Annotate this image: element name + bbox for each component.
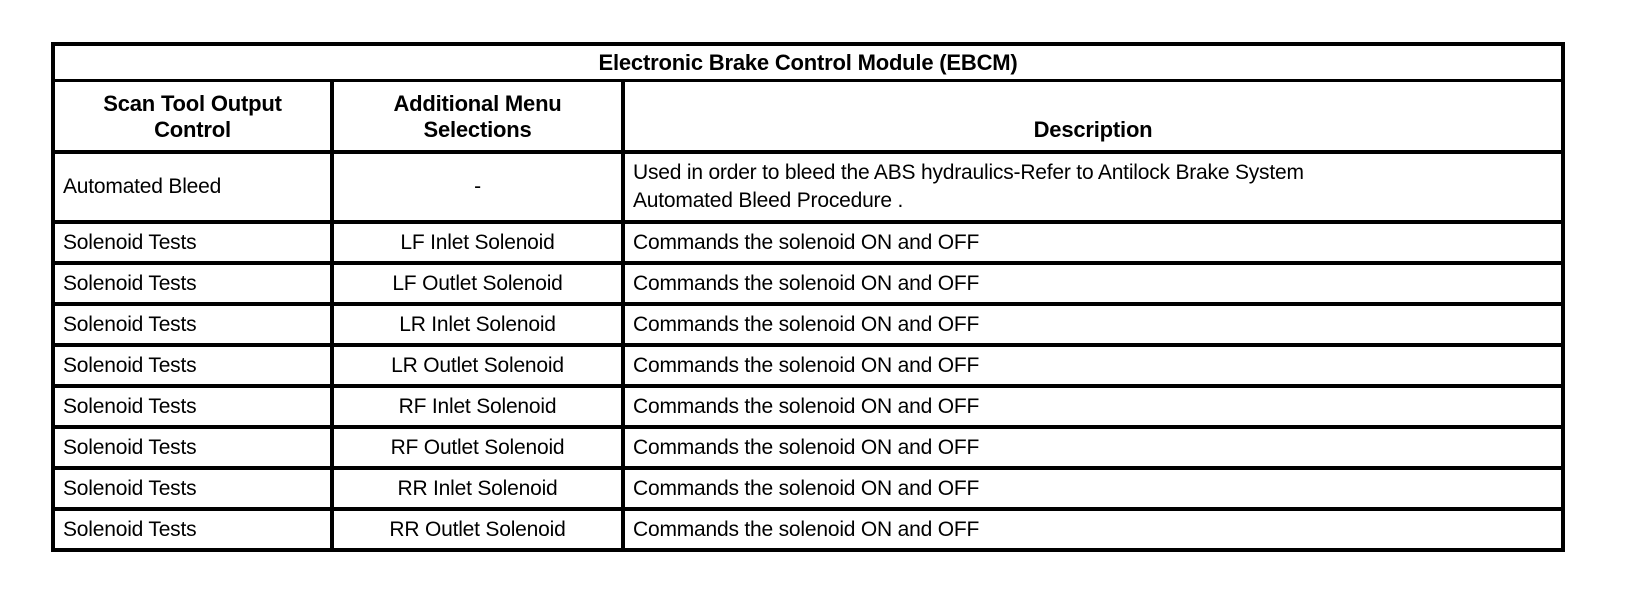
description-cell: Commands the solenoid ON and OFF — [620, 220, 1566, 265]
menu-cell: LF Outlet Solenoid — [330, 261, 625, 306]
description-cell: Commands the solenoid ON and OFF — [620, 343, 1566, 388]
menu-cell: RR Inlet Solenoid — [330, 466, 625, 511]
description-cell: Commands the solenoid ON and OFF — [620, 302, 1566, 347]
description-cell: Commands the solenoid ON and OFF — [620, 507, 1566, 552]
table-row-lf-inlet: Solenoid Tests LF Inlet Solenoid Command… — [51, 220, 1566, 265]
header-description: Description — [620, 79, 1566, 154]
menu-cell: LR Inlet Solenoid — [330, 302, 625, 347]
menu-cell: - — [330, 150, 625, 224]
description-cell: Commands the solenoid ON and OFF — [620, 384, 1566, 429]
scan-tool-cell: Solenoid Tests — [51, 261, 334, 306]
description-cell: Commands the solenoid ON and OFF — [620, 466, 1566, 511]
description-cell: Used in order to bleed the ABS hydraulic… — [620, 150, 1566, 224]
description-cell: Commands the solenoid ON and OFF — [620, 425, 1566, 470]
table-row-lf-outlet: Solenoid Tests LF Outlet Solenoid Comman… — [51, 261, 1566, 306]
scan-tool-cell: Solenoid Tests — [51, 466, 334, 511]
table-row-rf-outlet: Solenoid Tests RF Outlet Solenoid Comman… — [51, 425, 1566, 470]
header-additional-menu-selections: Additional Menu Selections — [330, 79, 625, 154]
menu-cell: RR Outlet Solenoid — [330, 507, 625, 552]
table-title-row: Electronic Brake Control Module (EBCM) — [50, 42, 1566, 82]
scan-tool-cell: Solenoid Tests — [51, 384, 334, 429]
table-row-rr-outlet: Solenoid Tests RR Outlet Solenoid Comman… — [51, 507, 1566, 552]
table-row-rf-inlet: Solenoid Tests RF Inlet Solenoid Command… — [51, 384, 1566, 429]
menu-cell: LR Outlet Solenoid — [330, 343, 625, 388]
menu-cell: RF Outlet Solenoid — [330, 425, 625, 470]
menu-cell: LF Inlet Solenoid — [330, 220, 625, 265]
scan-tool-cell: Automated Bleed — [51, 150, 334, 224]
table-row-automated-bleed: Automated Bleed - Used in order to bleed… — [51, 150, 1566, 224]
table-row-lr-outlet: Solenoid Tests LR Outlet Solenoid Comman… — [51, 343, 1566, 388]
table-title: Electronic Brake Control Module (EBCM) — [50, 42, 1566, 82]
header-scan-tool-output-control: Scan Tool Output Control — [51, 79, 334, 154]
scan-tool-cell: Solenoid Tests — [51, 302, 334, 347]
description-cell: Commands the solenoid ON and OFF — [620, 261, 1566, 306]
ebcm-output-controls-table: Electronic Brake Control Module (EBCM) S… — [50, 42, 1566, 552]
table-header-row: Scan Tool Output Control Additional Menu… — [51, 79, 1566, 154]
table-row-rr-inlet: Solenoid Tests RR Inlet Solenoid Command… — [51, 466, 1566, 511]
scan-tool-cell: Solenoid Tests — [51, 220, 334, 265]
menu-cell: RF Inlet Solenoid — [330, 384, 625, 429]
scan-tool-cell: Solenoid Tests — [51, 425, 334, 470]
scan-tool-cell: Solenoid Tests — [51, 343, 334, 388]
scan-tool-cell: Solenoid Tests — [51, 507, 334, 552]
table-row-lr-inlet: Solenoid Tests LR Inlet Solenoid Command… — [51, 302, 1566, 347]
